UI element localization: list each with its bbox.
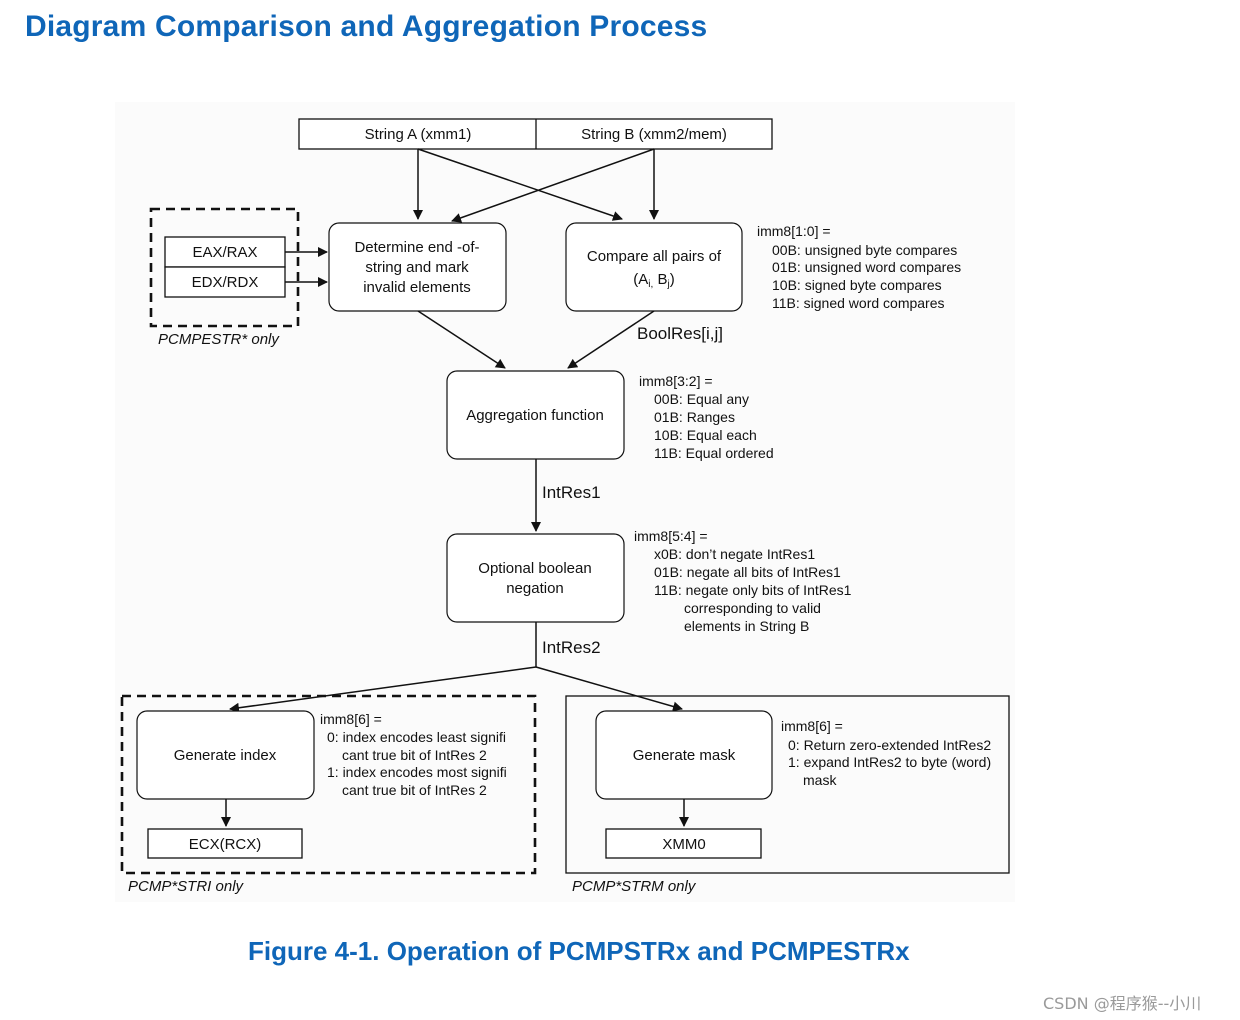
edx-register: EDX/RDX [192,274,259,291]
imm8-6-mask-opt-1: 1: expand IntRes2 to byte (word) [788,754,991,770]
string-b-label: String B (xmm2/mem) [581,126,727,143]
imm8-6-index-opt-1a: 1: index encodes most signifi [327,764,507,780]
imm8-1-0-notes: imm8[1:0] = 00B: unsigned byte compares … [757,223,961,311]
pcmpstri-region: Generate index imm8[6] = 0: index encode… [120,694,537,895]
intres2-label: IntRes2 [542,638,601,657]
pcmpstrm-region: Generate mask imm8[6] = 0: Return zero-e… [565,695,1010,895]
string-a-label: String A (xmm1) [365,126,472,143]
intres1-label: IntRes1 [542,483,601,502]
determine-line-2: string and mark [365,259,469,276]
arrow-determine-to-aggregation [417,310,506,369]
compare-line-1: Compare all pairs of [587,248,722,265]
imm8-6-index-opt-0a: 0: index encodes least signifi [327,729,506,745]
imm8-6-mask-title: imm8[6] = [781,718,843,734]
imm8-6-index-title: imm8[6] = [320,711,382,727]
imm8-6-mask-opt-1b: mask [803,772,837,788]
boolres-label: BoolRes[i,j] [637,324,723,343]
imm8-3-2-opt-0: 00B: Equal any [654,391,749,407]
generate-index-label: Generate index [174,747,277,764]
imm8-1-0-opt-0: 00B: unsigned byte compares [772,242,957,258]
negation-box: Optional boolean negation [446,533,625,623]
arrow-a-to-compare [417,148,623,221]
eax-register: EAX/RAX [192,244,257,261]
watermark: CSDN @程序猴--小川 [1043,994,1202,1013]
arrow-to-generate-mask [535,666,683,712]
string-header: String A (xmm1) String B (xmm2/mem) [298,118,773,150]
imm8-6-index-opt-1b: cant true bit of IntRes 2 [342,782,487,798]
figure-caption: Figure 4-1. Operation of PCMPSTRx and PC… [248,936,910,966]
pcmpestr-region: EAX/RAX EDX/RDX PCMPESTR* only [149,207,300,348]
imm8-3-2-opt-3: 11B: Equal ordered [654,445,774,461]
arrow-to-generate-index [229,666,537,713]
pcmpestr-only-label: PCMPESTR* only [158,331,280,348]
generate-mask-label: Generate mask [633,747,736,764]
imm8-6-mask-opt-0: 0: Return zero-extended IntRes2 [788,737,991,753]
imm8-1-0-opt-1: 01B: unsigned word compares [772,259,961,275]
imm8-3-2-opt-2: 10B: Equal each [654,427,757,443]
aggregation-label: Aggregation function [466,407,604,424]
compare-line-2: (Ai, Bj) [633,271,674,290]
imm8-5-4-opt-3: corresponding to valid [684,600,821,616]
arrow-b-to-determine [451,148,655,223]
determine-line-3: invalid elements [363,279,471,296]
compare-box: Compare all pairs of (Ai, Bj) [565,222,743,312]
imm8-1-0-title: imm8[1:0] = [757,223,831,239]
negation-line-2: negation [506,580,564,597]
imm8-1-0-opt-3: 11B: signed word compares [772,295,945,311]
aggregation-box: Aggregation function [446,370,625,460]
imm8-5-4-opt-0: x0B: don’t negate IntRes1 [654,546,815,562]
determine-line-1: Determine end -of- [354,239,479,256]
compare-a: (A [633,271,648,288]
imm8-6-index-opt-0b: cant true bit of IntRes 2 [342,747,487,763]
xmm0-register: XMM0 [662,836,705,853]
arrow-compare-to-aggregation [567,310,655,369]
imm8-5-4-opt-2: 11B: negate only bits of IntRes1 [654,582,852,598]
negation-line-1: Optional boolean [478,560,591,577]
pcmpstri-only-label: PCMP*STRI only [128,878,245,895]
determine-box: Determine end -of- string and mark inval… [328,222,507,312]
ecx-register: ECX(RCX) [189,836,262,853]
compare-b: B [657,271,667,288]
imm8-3-2-opt-1: 01B: Ranges [654,409,735,425]
imm8-5-4-title: imm8[5:4] = [634,528,708,544]
imm8-5-4-notes: imm8[5:4] = x0B: don’t negate IntRes1 01… [634,528,852,634]
page-title: Diagram Comparison and Aggregation Proce… [25,10,708,43]
imm8-5-4-opt-4: elements in String B [684,618,809,634]
imm8-5-4-opt-1: 01B: negate all bits of IntRes1 [654,564,841,580]
imm8-3-2-notes: imm8[3:2] = 00B: Equal any 01B: Ranges 1… [639,373,774,461]
compare-close: ) [670,271,675,288]
compare-j: j [666,279,669,290]
imm8-3-2-title: imm8[3:2] = [639,373,713,389]
compare-i: i, [648,279,653,290]
pcmpstrm-only-label: PCMP*STRM only [572,878,697,895]
imm8-1-0-opt-2: 10B: signed byte compares [772,277,942,293]
